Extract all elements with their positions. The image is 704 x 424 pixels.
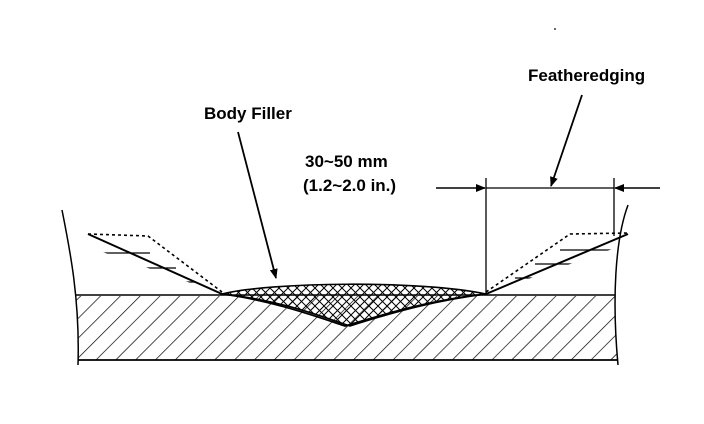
featheredge-left-slope [87, 233, 223, 295]
panel-left-edge [61, 209, 80, 366]
featheredging-leader-arrow [550, 94, 583, 187]
featheredging-label: Featheredging [528, 66, 646, 85]
feathered-valley [62, 230, 628, 296]
body-filler-label: Body Filler [204, 104, 292, 123]
panel-right-edge [614, 204, 629, 366]
speck [554, 28, 556, 30]
panel-cross-section [62, 230, 628, 361]
original-surface-left [87, 233, 223, 293]
dimension-metric-label: 30~50 mm [305, 152, 388, 171]
dimension-imperial-label: (1.2~2.0 in.) [303, 176, 397, 195]
body-filler-leader-arrow [237, 131, 278, 279]
dent-contour [221, 293, 487, 327]
original-surface-right [485, 232, 629, 293]
featheredge-right-slope [485, 233, 629, 295]
